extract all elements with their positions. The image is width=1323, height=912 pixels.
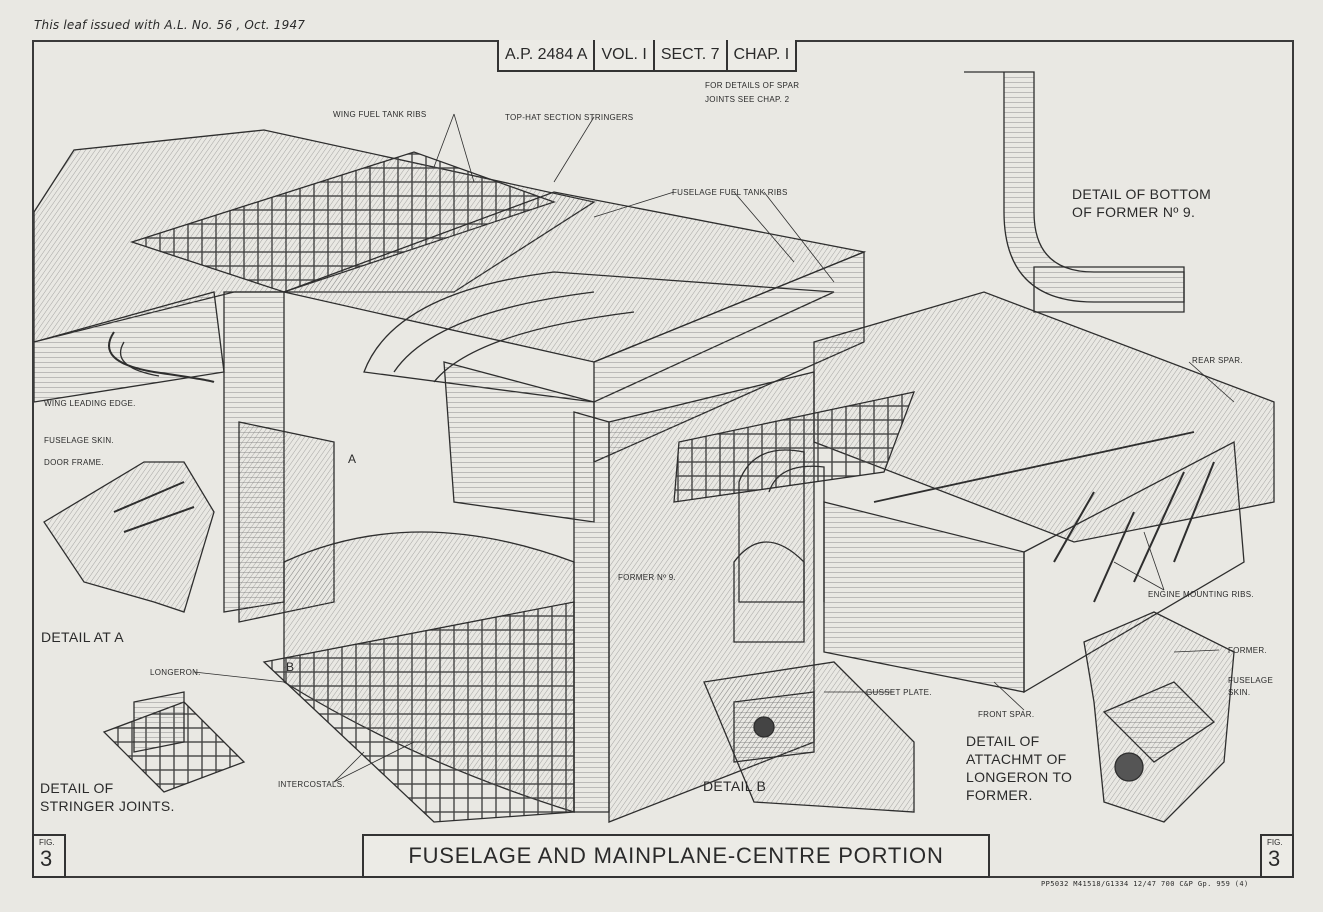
fig-number-right: 3 bbox=[1268, 846, 1281, 871]
reference-box: A.P. 2484 A VOL. I SECT. 7 CHAP. I bbox=[497, 40, 798, 72]
label-rear-spar: REAR SPAR. bbox=[1192, 356, 1243, 365]
fig-box-left: FIG. 3 bbox=[32, 834, 66, 878]
label-former: FORMER. bbox=[1228, 646, 1267, 655]
detail-bottom-former-line1: DETAIL OF BOTTOM bbox=[1072, 186, 1212, 202]
label-door-frame: DOOR FRAME. bbox=[44, 458, 104, 467]
marker-b: B bbox=[286, 660, 295, 674]
label-longeron: LONGERON. bbox=[150, 668, 201, 677]
marker-a: A bbox=[348, 452, 357, 466]
label-former-no9: FORMER Nº 9. bbox=[618, 573, 677, 582]
print-code: PP5032 M41518/G1334 12/47 700 C&P Gp. 95… bbox=[1041, 880, 1249, 888]
volume: VOL. I bbox=[595, 40, 655, 70]
detail-attach-line1: DETAIL OF bbox=[966, 733, 1040, 749]
fuselage-mainplane-drawing bbox=[34, 71, 1275, 823]
detail-at-a: DETAIL AT A bbox=[41, 629, 124, 645]
section: SECT. 7 bbox=[655, 40, 728, 70]
detail-attach-line4: FORMER. bbox=[966, 787, 1033, 803]
label-wing-fuel-tank-ribs: WING FUEL TANK RIBS bbox=[333, 110, 427, 119]
detail-b: DETAIL B bbox=[703, 778, 767, 794]
issue-note: This leaf issued with A.L. No. 56 , Oct.… bbox=[34, 18, 306, 32]
drawing-title: FUSELAGE AND MAINPLANE-CENTRE PORTION bbox=[362, 834, 990, 878]
fig-number-left: 3 bbox=[40, 846, 53, 871]
label-fuselage-skin: FUSELAGE SKIN. bbox=[44, 436, 114, 445]
label-gusset-plate: GUSSET PLATE. bbox=[866, 688, 932, 697]
label-fuselage-skin-right-2: SKIN. bbox=[1228, 688, 1251, 697]
label-intercostals: INTERCOSTALS. bbox=[278, 780, 345, 789]
detail-bottom-former-line2: OF FORMER Nº 9. bbox=[1072, 204, 1196, 220]
label-top-hat-stringers: TOP-HAT SECTION STRINGERS bbox=[505, 113, 634, 122]
detail-attach-line2: ATTACHMT OF bbox=[966, 751, 1067, 767]
detail-stringer-line2: STRINGER JOINTS. bbox=[40, 798, 175, 814]
fig-label-left: FIG. bbox=[39, 838, 55, 847]
spar-note-line1: FOR DETAILS OF SPAR bbox=[705, 81, 800, 90]
label-wing-leading-edge: WING LEADING EDGE. bbox=[44, 399, 136, 408]
label-front-spar: FRONT SPAR. bbox=[978, 710, 1035, 719]
fig-label-right: FIG. bbox=[1267, 838, 1283, 847]
label-fuselage-fuel-tank-ribs: FUSELAGE FUEL TANK RIBS bbox=[672, 188, 788, 197]
fig-box-right: FIG. 3 bbox=[1260, 834, 1294, 878]
detail-attach-line3: LONGERON TO bbox=[966, 769, 1073, 785]
spar-note-line2: JOINTS SEE CHAP. 2 bbox=[705, 95, 790, 104]
ap-number: A.P. 2484 A bbox=[499, 40, 596, 70]
label-fuselage-skin-right-1: FUSELAGE bbox=[1228, 676, 1274, 685]
label-engine-mounting-ribs: ENGINE MOUNTING RIBS. bbox=[1148, 590, 1254, 599]
detail-stringer-line1: DETAIL OF bbox=[40, 780, 114, 796]
chapter: CHAP. I bbox=[733, 46, 790, 63]
